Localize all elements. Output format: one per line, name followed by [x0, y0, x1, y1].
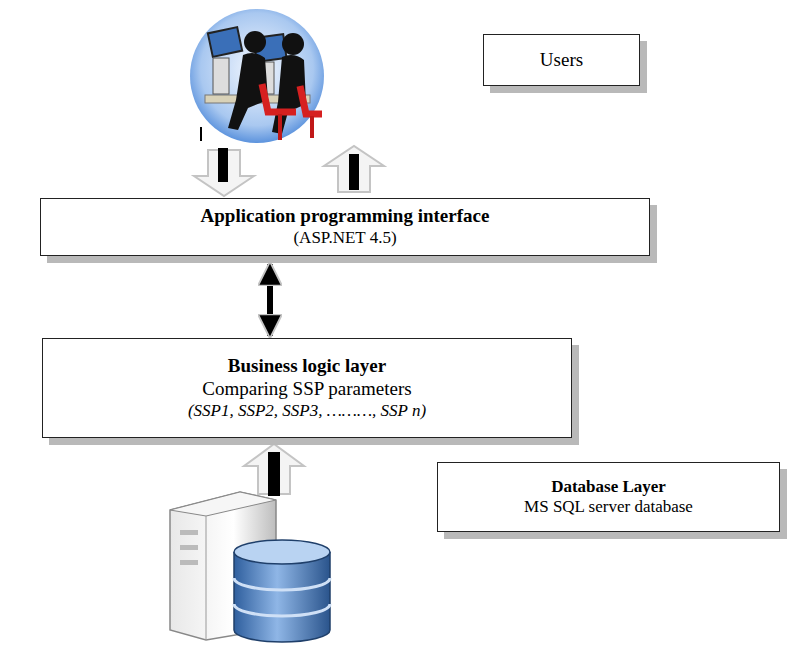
request-arrow — [194, 148, 254, 196]
connector-arrow — [267, 264, 273, 336]
box-text: Comparing SSP parameters — [53, 378, 561, 401]
business-logic-box: Business logic layerComparing SSP parame… — [42, 338, 572, 438]
database-server-icon — [170, 492, 330, 642]
box-text: (ASP.NET 4.5) — [51, 228, 639, 248]
data-arrow — [244, 444, 304, 496]
users-icon — [190, 9, 324, 143]
database-layer-box: Database LayerMS SQL server database — [437, 462, 780, 532]
api-layer-box: Application programming interface(ASP.NE… — [40, 198, 650, 256]
box-title: Users — [494, 49, 629, 72]
box-title: Database Layer — [448, 477, 769, 497]
box-text: MS SQL server database — [448, 497, 769, 517]
users-label-box: Users — [483, 34, 640, 86]
box-title: Application programming interface — [51, 205, 639, 228]
box-text: (SSP1, SSP2, SSP3, ………, SSP n) — [53, 401, 561, 421]
box-title: Business logic layer — [53, 355, 561, 378]
response-arrow — [324, 146, 384, 192]
